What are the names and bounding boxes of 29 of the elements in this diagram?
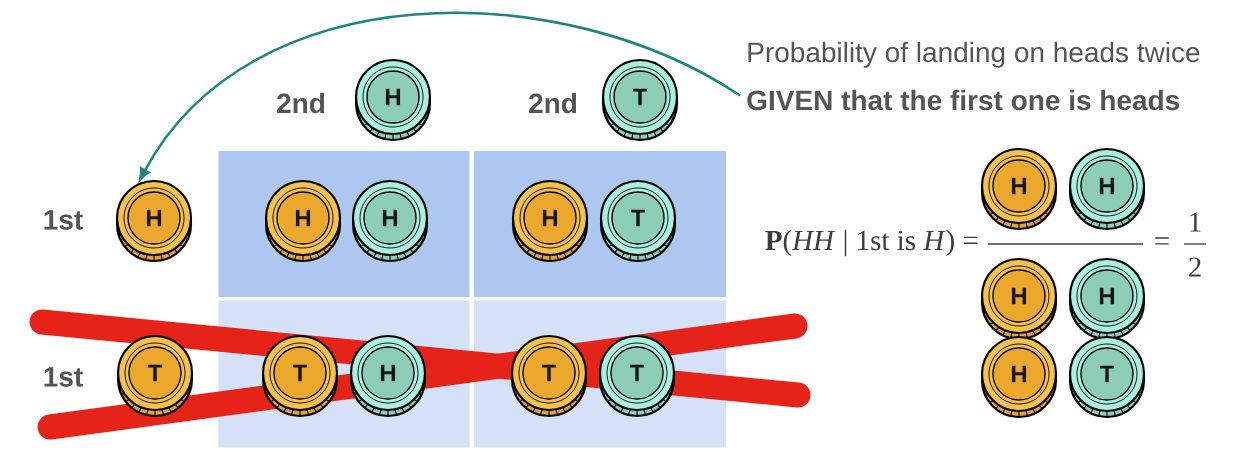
column-header: 2nd xyxy=(529,92,577,114)
coin: T xyxy=(510,334,588,418)
coin: H xyxy=(264,179,342,263)
coin: H xyxy=(1068,147,1146,231)
coin: T xyxy=(598,334,676,418)
row-header: 1st xyxy=(44,210,83,230)
note-text: GIVEN that the first one is heads xyxy=(747,89,1180,111)
coin: H xyxy=(115,179,193,263)
column-header: 2nd xyxy=(277,92,325,114)
coin: H xyxy=(349,334,427,418)
coin: H xyxy=(1068,257,1146,341)
equals-sign: = xyxy=(1155,237,1169,245)
row-header: 1st xyxy=(44,367,83,387)
curved-arrow xyxy=(138,11,741,181)
formula-text: P(HH | 1st is H) = xyxy=(765,229,978,257)
coin: H xyxy=(980,147,1058,231)
coin: T xyxy=(261,334,339,418)
coin: H xyxy=(511,179,589,263)
coin: H xyxy=(980,335,1058,419)
coin: H xyxy=(351,179,429,263)
fraction-numerator: 1 xyxy=(1190,212,1201,232)
coin: T xyxy=(599,179,677,263)
coin: T xyxy=(1068,335,1146,419)
fraction-denominator: 2 xyxy=(1189,257,1201,277)
note-text: Probability of landing on heads twice xyxy=(748,41,1200,68)
coin: T xyxy=(601,58,679,142)
coin: T xyxy=(116,334,194,418)
coin: H xyxy=(980,257,1058,341)
coin: H xyxy=(354,58,432,142)
